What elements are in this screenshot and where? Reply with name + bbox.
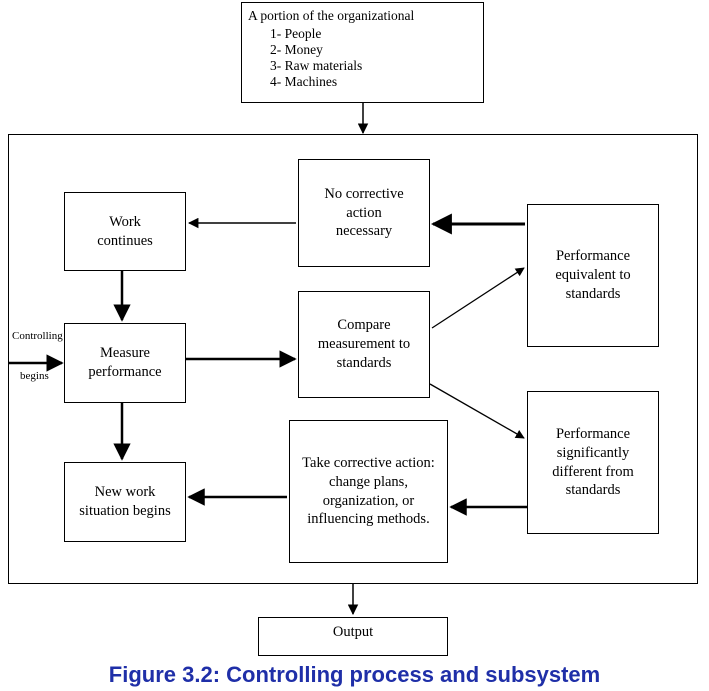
measure-performance-box: Measure performance bbox=[64, 323, 186, 403]
box-line: organization, or bbox=[322, 492, 415, 509]
box-line: standards bbox=[336, 354, 392, 371]
subsystem-frame bbox=[8, 134, 698, 584]
box-line: change plans, bbox=[329, 473, 408, 490]
no-corrective-action-box: No corrective action necessary bbox=[298, 159, 430, 267]
box-line: New work bbox=[94, 484, 156, 501]
new-work-situation-box: New work situation begins bbox=[64, 462, 186, 542]
box-line: standards bbox=[565, 285, 621, 302]
arrow-compare-to-different bbox=[429, 383, 525, 439]
input-item: 2- Money bbox=[270, 42, 323, 57]
box-line: measurement to bbox=[317, 336, 411, 353]
take-corrective-action-box: Take corrective action: change plans, or… bbox=[289, 420, 448, 563]
box-line: different from bbox=[552, 463, 634, 480]
box-line: Measure bbox=[100, 345, 150, 362]
controlling-label: Controlling bbox=[12, 330, 63, 342]
performance-different-box: Performance significantly different from… bbox=[527, 391, 659, 534]
input-box: A portion of the organizational 1- Peopl… bbox=[241, 2, 484, 103]
box-line: continues bbox=[97, 232, 153, 249]
box-line: influencing methods. bbox=[307, 511, 430, 528]
input-item: 4- Machines bbox=[270, 74, 338, 89]
performance-equivalent-box: Performance equivalent to standards bbox=[527, 204, 659, 347]
compare-measurement-box: Compare measurement to standards bbox=[298, 291, 430, 398]
box-line: significantly bbox=[556, 444, 630, 461]
box-line: Performance bbox=[555, 248, 631, 265]
box-line: equivalent to bbox=[555, 267, 631, 284]
input-item: 1- People bbox=[270, 26, 322, 41]
output-label: Output bbox=[332, 624, 374, 640]
box-line: Performance bbox=[555, 425, 631, 442]
output-box: Output bbox=[258, 617, 448, 656]
box-line: Work bbox=[109, 213, 141, 230]
input-list: 1- People 2- Money 3- Raw materials 4- M… bbox=[270, 26, 477, 90]
arrow-compare-to-equivalent bbox=[431, 267, 525, 329]
input-item: 3- Raw materials bbox=[270, 58, 363, 73]
box-line: standards bbox=[565, 482, 621, 499]
box-line: necessary bbox=[335, 223, 393, 240]
box-line: Compare bbox=[337, 317, 391, 334]
box-line: action bbox=[346, 204, 382, 221]
box-line: Take corrective action: bbox=[302, 454, 435, 471]
box-line: performance bbox=[88, 364, 162, 380]
box-line: No corrective bbox=[324, 185, 404, 202]
begins-label: begins bbox=[20, 370, 49, 382]
work-continues-box: Work continues bbox=[64, 192, 186, 271]
box-line: situation begins bbox=[79, 503, 171, 519]
input-title: A portion of the organizational bbox=[248, 8, 415, 23]
figure-caption: Figure 3.2: Controlling process and subs… bbox=[108, 662, 601, 687]
